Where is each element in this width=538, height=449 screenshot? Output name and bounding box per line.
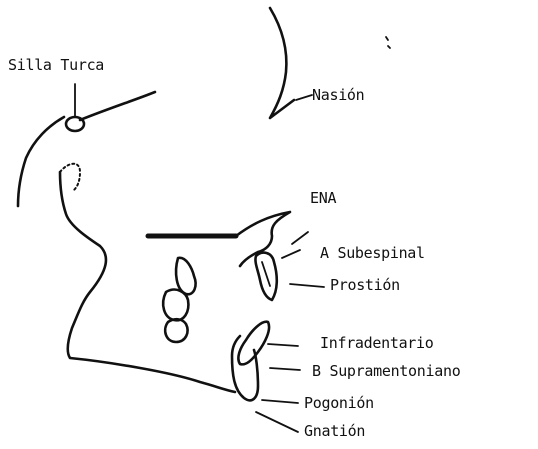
- pogonion-pointer-line: [262, 400, 298, 403]
- ena-pointer-line: [292, 232, 308, 244]
- a-subespinal-pointer-line: [282, 250, 300, 258]
- cranial-base-line: [80, 92, 155, 120]
- label-pogonion: Pogonión: [304, 394, 374, 412]
- label-nasion: Nasión: [312, 86, 364, 104]
- symphysis-outline[interactable]: [232, 336, 258, 400]
- label-silla-turca: Silla Turca: [8, 56, 104, 74]
- label-infradentario: Infradentario: [320, 334, 434, 352]
- label-b-supramentoniano: B Supramentoniano: [312, 362, 460, 380]
- gnation-pointer-line: [256, 412, 298, 432]
- b-supramentoniano-pointer-line: [270, 368, 300, 370]
- label-ena: ENA: [310, 189, 336, 207]
- label-a-subespinal: A Subespinal: [320, 244, 425, 262]
- label-gnation: Gnatión: [304, 422, 365, 440]
- upper-molars[interactable]: [163, 258, 195, 342]
- infradentario-pointer-line: [268, 344, 298, 346]
- nasion-pointer-line: [296, 95, 312, 100]
- mandible-outline: [60, 172, 235, 392]
- prostion-pointer-line: [290, 284, 324, 287]
- sella-turcica: [66, 117, 84, 131]
- lower-incisor[interactable]: [238, 322, 269, 365]
- stray-mark-2: [388, 46, 390, 48]
- frontal-bone-contour: [270, 8, 294, 118]
- upper-incisor-root-line: [262, 262, 270, 286]
- stray-mark: [386, 37, 388, 40]
- posterior-cranium-contour: [18, 117, 64, 206]
- condyle-dotted-outline: [60, 164, 80, 190]
- label-prostion: Prostión: [330, 276, 400, 294]
